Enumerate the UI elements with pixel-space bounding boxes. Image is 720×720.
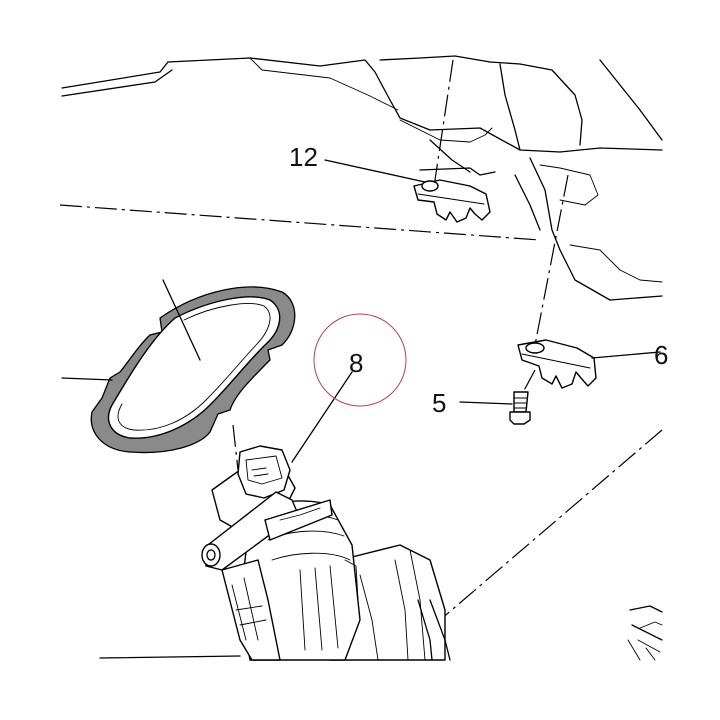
center-lines: [59, 59, 663, 621]
callout-label-8: 8: [349, 348, 363, 378]
callout-highlight-circle: [313, 313, 407, 407]
callout-label-12: 12: [289, 142, 318, 172]
bracket-clip-upper: [413, 179, 491, 223]
leader-lines: [61, 159, 661, 659]
callout-label-5: 5: [432, 388, 446, 418]
gasket-ring: [90, 286, 296, 454]
bracket-clip-lower: [517, 339, 597, 389]
pump-module: [201, 445, 451, 661]
upper-housing: [61, 55, 663, 301]
callout-label-6: 6: [654, 340, 668, 370]
bolt: [509, 391, 531, 425]
corner-fragment: [627, 605, 663, 661]
